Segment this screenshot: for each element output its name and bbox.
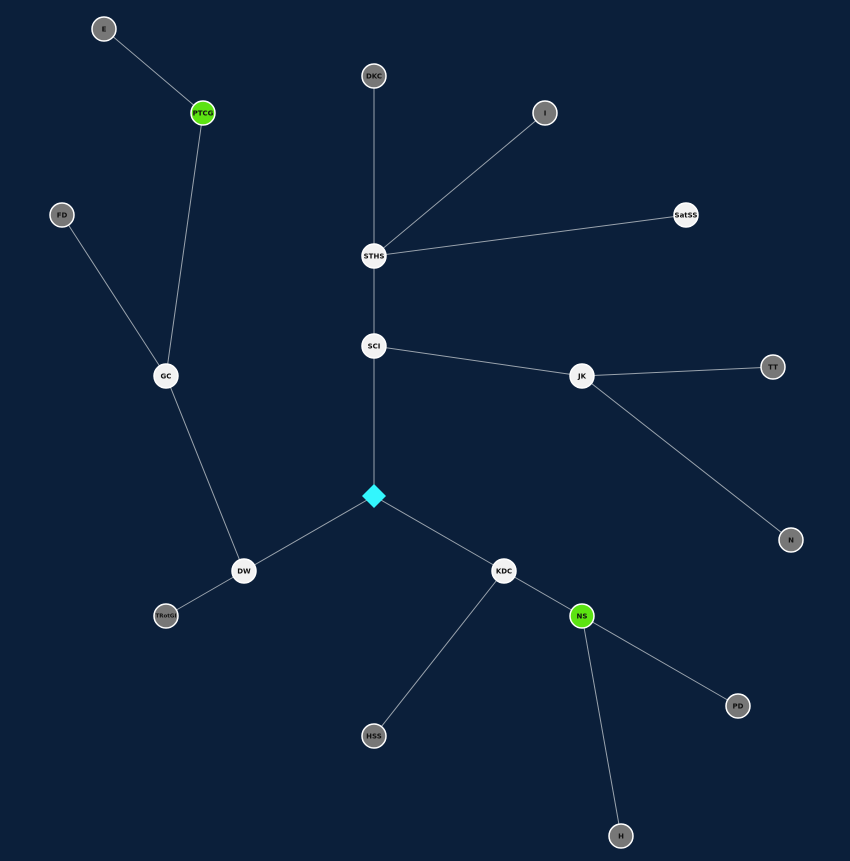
node-circle[interactable] bbox=[361, 243, 387, 269]
edge-PTCG-GC bbox=[165, 112, 204, 377]
edge-DW-root bbox=[243, 495, 375, 572]
edge-STHS-SatSS bbox=[373, 214, 687, 257]
edge-layer bbox=[61, 28, 792, 837]
node-TRotGI[interactable]: TRotGI bbox=[153, 603, 179, 629]
edge-GC-DW bbox=[165, 375, 245, 572]
node-H[interactable]: H bbox=[608, 823, 634, 849]
node-DKC[interactable]: DKC bbox=[361, 63, 387, 89]
edge-E-PTCG bbox=[103, 28, 204, 114]
edge-KDC-HSS bbox=[373, 570, 505, 737]
edge-JK-N bbox=[581, 375, 792, 541]
node-circle[interactable] bbox=[361, 63, 387, 89]
node-circle[interactable] bbox=[673, 202, 699, 228]
node-JK[interactable]: JK bbox=[569, 363, 595, 389]
edge-root-KDC bbox=[373, 495, 505, 572]
node-PTCG[interactable]: PTCG bbox=[190, 100, 216, 126]
node-circle[interactable] bbox=[532, 100, 558, 126]
node-circle[interactable] bbox=[361, 333, 387, 359]
root-diamond-node[interactable] bbox=[362, 484, 386, 508]
node-N[interactable]: N bbox=[778, 527, 804, 553]
node-circle[interactable] bbox=[569, 603, 595, 629]
node-circle[interactable] bbox=[778, 527, 804, 553]
node-TT[interactable]: TT bbox=[760, 354, 786, 380]
node-NS[interactable]: NS bbox=[569, 603, 595, 629]
edge-KDC-NS bbox=[503, 570, 583, 617]
edge-SCI-JK bbox=[373, 345, 583, 377]
node-circle[interactable] bbox=[361, 723, 387, 749]
node-circle[interactable] bbox=[725, 693, 751, 719]
edge-FD-GC bbox=[61, 214, 167, 377]
edge-STHS-I bbox=[373, 112, 546, 257]
node-circle[interactable] bbox=[91, 16, 117, 42]
node-E[interactable]: E bbox=[91, 16, 117, 42]
node-PD[interactable]: PD bbox=[725, 693, 751, 719]
edge-DW-TRotGI bbox=[165, 570, 245, 617]
node-FD[interactable]: FD bbox=[49, 202, 75, 228]
node-circle[interactable] bbox=[49, 202, 75, 228]
node-circle[interactable] bbox=[231, 558, 257, 584]
node-STHS[interactable]: STHS bbox=[361, 243, 387, 269]
edge-NS-H bbox=[581, 615, 622, 837]
node-SCI[interactable]: SCI bbox=[361, 333, 387, 359]
node-SatSS[interactable]: SatSS bbox=[673, 202, 699, 228]
node-circle[interactable] bbox=[190, 100, 216, 126]
node-HSS[interactable]: HSS bbox=[361, 723, 387, 749]
node-circle[interactable] bbox=[491, 558, 517, 584]
node-I[interactable]: I bbox=[532, 100, 558, 126]
edge-NS-PD bbox=[581, 615, 739, 707]
node-KDC[interactable]: KDC bbox=[491, 558, 517, 584]
node-circle[interactable] bbox=[153, 363, 179, 389]
node-GC[interactable]: GC bbox=[153, 363, 179, 389]
node-circle[interactable] bbox=[153, 603, 179, 629]
node-circle[interactable] bbox=[608, 823, 634, 849]
node-circle[interactable] bbox=[760, 354, 786, 380]
edge-JK-TT bbox=[581, 366, 774, 377]
node-DW[interactable]: DW bbox=[231, 558, 257, 584]
node-circle[interactable] bbox=[569, 363, 595, 389]
